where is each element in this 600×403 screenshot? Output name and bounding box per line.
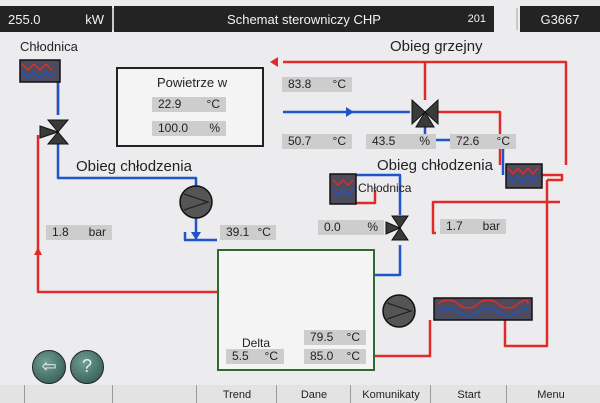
heating-return-temp: 50.7 °C bbox=[282, 134, 352, 149]
tab-trend[interactable]: Trend bbox=[196, 385, 277, 403]
heating-outlet-temp: 72.6 °C bbox=[450, 134, 516, 149]
page-title: Schemat sterowniczy CHP bbox=[227, 11, 381, 27]
supply-unit: °C bbox=[332, 77, 346, 91]
tab-blank-1[interactable] bbox=[24, 385, 113, 403]
label-obieg-chlodzenia-left: Obieg chłodzenia bbox=[76, 158, 192, 175]
delta-value: 5.5 bbox=[232, 349, 249, 363]
unit-id: G3667 bbox=[520, 6, 600, 32]
temp-bottom-unit: °C bbox=[346, 349, 360, 363]
return-value: 50.7 bbox=[288, 134, 312, 148]
outlet-unit: °C bbox=[496, 134, 510, 148]
pressure-left-unit: bar bbox=[88, 225, 106, 239]
temp-top-value: 79.5 bbox=[310, 330, 334, 344]
power-readout: 255.0 kW bbox=[0, 6, 112, 32]
power-unit: kW bbox=[85, 11, 104, 27]
title-bar: Schemat sterowniczy CHP 201 bbox=[114, 6, 494, 32]
air-temp-unit: °C bbox=[206, 97, 220, 111]
delta-label: Delta bbox=[242, 336, 271, 350]
back-arrow-icon: ⇦ bbox=[41, 356, 57, 376]
tab-komunikaty[interactable]: Komunikaty bbox=[350, 385, 431, 403]
help-icon: ? bbox=[81, 356, 92, 376]
cooling-pressure-left: 1.8 bar bbox=[46, 225, 112, 240]
engine-temp-top: 79.5 °C bbox=[304, 330, 366, 345]
delta-unit: °C bbox=[264, 349, 278, 363]
header-divider bbox=[516, 8, 518, 30]
air-humidity-readout: 100.0 % bbox=[152, 121, 226, 136]
pressure-right-unit: bar bbox=[482, 219, 500, 233]
cooling-pressure-right: 1.7 bar bbox=[440, 219, 506, 234]
supply-value: 83.8 bbox=[288, 77, 312, 91]
air-title: Powietrze w bbox=[157, 75, 228, 90]
air-humidity-unit: % bbox=[209, 121, 220, 135]
temp-bottom-value: 85.0 bbox=[310, 349, 334, 363]
engine-temp-bottom: 85.0 °C bbox=[304, 349, 366, 364]
pressure-left-value: 1.8 bbox=[52, 225, 69, 239]
tab-menu[interactable]: Menu bbox=[506, 385, 595, 403]
pressure-right-value: 1.7 bbox=[446, 219, 463, 233]
label-chlodnica-left: Chłodnica bbox=[20, 39, 78, 54]
header-divider bbox=[112, 8, 114, 30]
power-value: 255.0 bbox=[8, 11, 41, 27]
outlet-value: 72.6 bbox=[456, 134, 480, 148]
heating-supply-temp: 83.8 °C bbox=[282, 77, 352, 92]
label-obieg-chlodzenia-right: Obieg chłodzenia bbox=[377, 157, 493, 174]
delta-readout: 5.5 °C bbox=[226, 349, 284, 364]
temp-top-unit: °C bbox=[346, 330, 360, 344]
pump-temp-value: 39.1 bbox=[226, 225, 250, 239]
cooling-valve-position: 0.0 % bbox=[318, 220, 384, 235]
air-temp-readout: 22.9 °C bbox=[152, 97, 226, 112]
screen-number: 201 bbox=[467, 13, 486, 25]
tab-start[interactable]: Start bbox=[430, 385, 507, 403]
help-button[interactable]: ? bbox=[70, 350, 104, 384]
cooling-pump-temp: 39.1 °C bbox=[220, 225, 276, 240]
air-temp-value: 22.9 bbox=[158, 97, 182, 111]
heating-valve-position: 43.5 % bbox=[366, 134, 436, 149]
return-unit: °C bbox=[332, 134, 346, 148]
tab-blank-2[interactable] bbox=[112, 385, 197, 403]
valve-unit: % bbox=[419, 134, 430, 148]
back-button[interactable]: ⇦ bbox=[32, 350, 66, 384]
cooling-valve-unit: % bbox=[367, 220, 378, 234]
cooling-valve-value: 0.0 bbox=[324, 220, 341, 234]
pump-temp-unit: °C bbox=[257, 225, 271, 239]
tab-dane[interactable]: Dane bbox=[276, 385, 351, 403]
tab-bar bbox=[0, 385, 600, 403]
label-chlodnica-right: Chłodnica bbox=[358, 181, 412, 195]
valve-value: 43.5 bbox=[372, 134, 396, 148]
label-obieg-grzejny: Obieg grzejny bbox=[390, 38, 483, 55]
air-humidity-value: 100.0 bbox=[158, 121, 189, 135]
